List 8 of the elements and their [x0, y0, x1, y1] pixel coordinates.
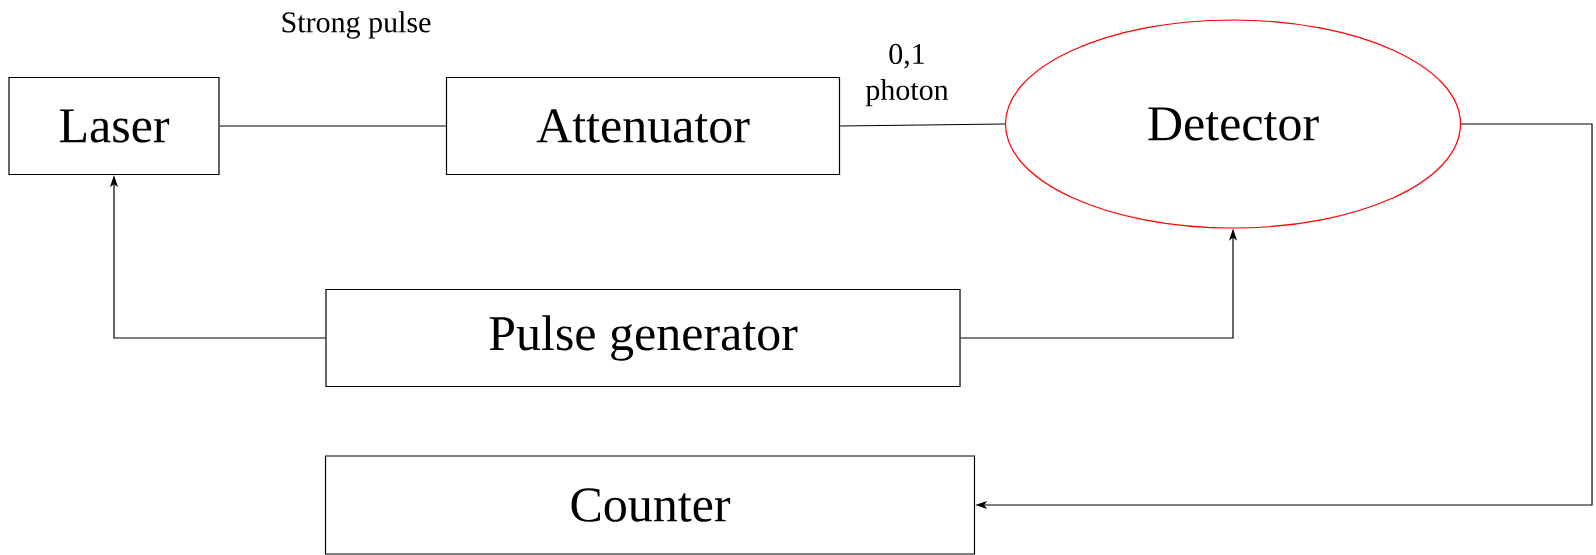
process-box: Attenuator [445, 76, 841, 176]
process-box: Pulse generator [325, 288, 961, 388]
process-box: Counter [324, 455, 976, 555]
edge-label: Strong pulse [278, 9, 434, 41]
process-box: Laser [8, 76, 220, 176]
connector-line [839, 123, 1006, 127]
connector-line [219, 125, 447, 127]
edge-label: 0,1 photon [850, 41, 964, 109]
